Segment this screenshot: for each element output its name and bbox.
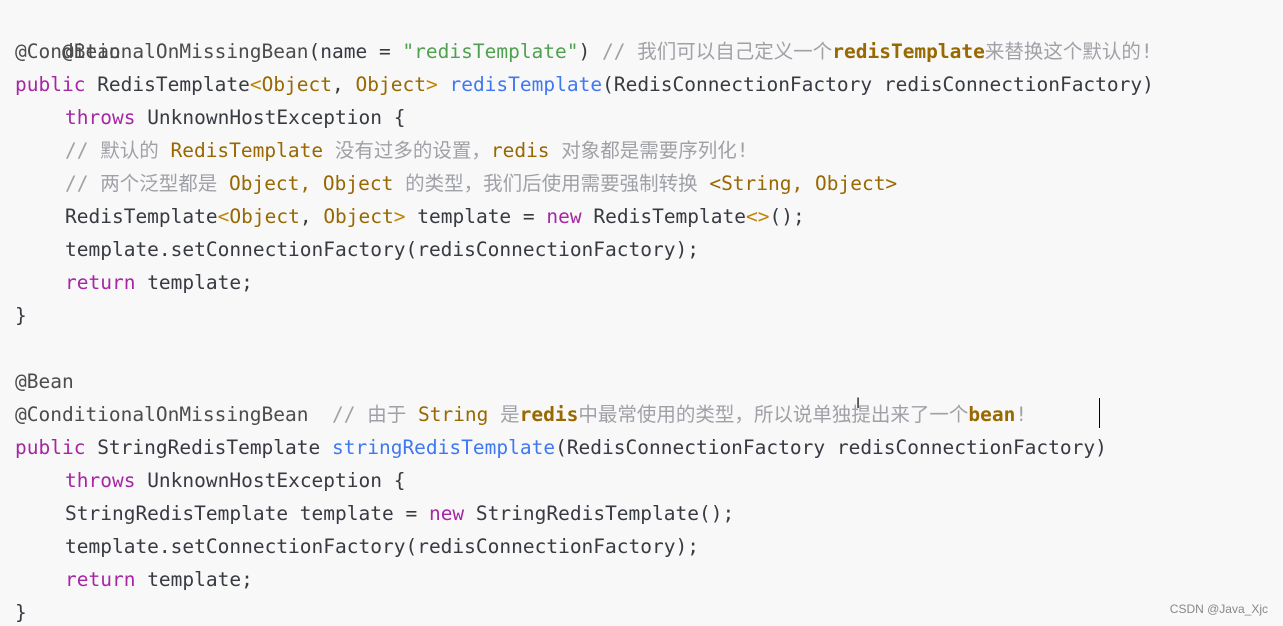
keyword: public bbox=[15, 436, 86, 459]
code-line: return template; bbox=[15, 266, 253, 299]
comment-code: <String, Object> bbox=[709, 172, 898, 195]
code-line: StringRedisTemplate template = new Strin… bbox=[15, 497, 734, 530]
code-text: , bbox=[332, 73, 356, 96]
code-line: } bbox=[15, 299, 27, 332]
code-line: return template; bbox=[15, 563, 253, 596]
method-params: (RedisConnectionFactory redisConnectionF… bbox=[602, 73, 1154, 96]
annotation: @ConditionalOnMissingBean bbox=[15, 403, 309, 426]
comment: 是 bbox=[488, 403, 520, 426]
code-line: @Bean bbox=[15, 365, 74, 398]
code-text: , bbox=[299, 205, 324, 228]
type-name: StringRedisTemplate bbox=[85, 436, 321, 459]
type-name: Object bbox=[261, 73, 333, 96]
keyword: new bbox=[546, 205, 582, 228]
comment-code: redis bbox=[519, 403, 579, 426]
code-line: @ConditionalOnMissingBean(name = "redisT… bbox=[15, 35, 1153, 68]
annotation: @ConditionalOnMissingBean bbox=[15, 40, 309, 63]
code-line: template.setConnectionFactory(redisConne… bbox=[15, 233, 699, 266]
comment: 的类型，我们后使用需要强制转换 bbox=[393, 172, 710, 195]
code-line: throws UnknownHostException { bbox=[15, 464, 405, 497]
keyword: public bbox=[15, 73, 86, 96]
code-line: } bbox=[15, 596, 27, 626]
code-line: public StringRedisTemplate stringRedisTe… bbox=[15, 431, 1107, 464]
comment: 中最常使用的类型，所以说单独提出来了一个 bbox=[578, 403, 969, 426]
keyword: return bbox=[65, 271, 136, 294]
ibeam-cursor-icon: I bbox=[856, 396, 861, 412]
code-line: @ConditionalOnMissingBean // 由于 String 是… bbox=[15, 398, 1027, 431]
comment-code: redisTemplate bbox=[832, 40, 985, 63]
code-text: template = bbox=[405, 205, 547, 228]
code-text: UnknownHostException { bbox=[135, 106, 406, 129]
keyword: throws bbox=[65, 106, 136, 129]
code-text: template; bbox=[135, 568, 253, 591]
comment-code: String bbox=[417, 403, 489, 426]
type-name: Object bbox=[355, 73, 426, 96]
method-params: (RedisConnectionFactory redisConnectionF… bbox=[555, 436, 1107, 459]
annotation: @Bean bbox=[15, 370, 74, 393]
method-name: stringRedisTemplate bbox=[320, 436, 556, 459]
generic-bracket: < bbox=[249, 73, 262, 96]
code-line: template.setConnectionFactory(redisConne… bbox=[15, 530, 699, 563]
comment: 来替换这个默认的! bbox=[984, 40, 1153, 63]
comment-code: bean bbox=[968, 403, 1016, 426]
comment-code: RedisTemplate bbox=[170, 139, 324, 162]
keyword: throws bbox=[65, 469, 136, 492]
code-text: (); bbox=[769, 205, 805, 228]
type-name: RedisTemplate bbox=[85, 73, 250, 96]
code-text: template; bbox=[135, 271, 253, 294]
comment: 没有过多的设置， bbox=[323, 139, 491, 162]
code-text: UnknownHostException { bbox=[135, 469, 406, 492]
closing-brace: } bbox=[15, 601, 27, 624]
annotation: @Bean bbox=[61, 40, 121, 63]
code-text: template.setConnectionFactory(redisConne… bbox=[65, 535, 699, 558]
keyword: return bbox=[65, 568, 136, 591]
type-name: Object bbox=[229, 205, 300, 228]
type-name: Object bbox=[323, 205, 394, 228]
code-text: ) bbox=[578, 40, 591, 63]
code-line: // 默认的 RedisTemplate 没有过多的设置，redis 对象都是需… bbox=[15, 134, 749, 167]
generic-bracket: > bbox=[393, 205, 406, 228]
comment: 对象都是需要序列化! bbox=[549, 139, 749, 162]
code-line: RedisTemplate<Object, Object> template =… bbox=[15, 200, 805, 233]
closing-brace: } bbox=[15, 304, 27, 327]
generic-bracket: < bbox=[217, 205, 230, 228]
comment: // 默认的 bbox=[65, 139, 171, 162]
code-line: // 两个泛型都是 Object, Object 的类型，我们后使用需要强制转换… bbox=[15, 167, 897, 200]
comment-code: Object, Object bbox=[228, 172, 394, 195]
code-text: template = bbox=[288, 502, 429, 525]
code-text: template.setConnectionFactory(redisConne… bbox=[65, 238, 699, 261]
generic-bracket: <> bbox=[746, 205, 770, 228]
type-name: RedisTemplate bbox=[65, 205, 218, 228]
code-text: (name = bbox=[308, 40, 403, 63]
type-name: RedisTemplate bbox=[581, 205, 747, 228]
comment: // 由于 bbox=[308, 403, 418, 426]
comment-code: redis bbox=[490, 139, 550, 162]
generic-bracket: > bbox=[425, 73, 438, 96]
comment: // 两个泛型都是 bbox=[65, 172, 229, 195]
code-line: @Bean bbox=[15, 2, 121, 63]
code-line: public RedisTemplate<Object, Object> red… bbox=[15, 68, 1154, 101]
text-cursor bbox=[1099, 398, 1100, 428]
method-name: redisTemplate bbox=[437, 73, 603, 96]
type-name: StringRedisTemplate bbox=[65, 502, 289, 525]
code-line: throws UnknownHostException { bbox=[15, 101, 405, 134]
string-literal: "redisTemplate" bbox=[402, 40, 579, 63]
code-text: StringRedisTemplate(); bbox=[464, 502, 735, 525]
comment: // 我们可以自己定义一个 bbox=[590, 40, 833, 63]
comment: ! bbox=[1015, 403, 1028, 426]
keyword: new bbox=[428, 502, 465, 525]
watermark: CSDN @Java_Xjc bbox=[1169, 602, 1268, 616]
